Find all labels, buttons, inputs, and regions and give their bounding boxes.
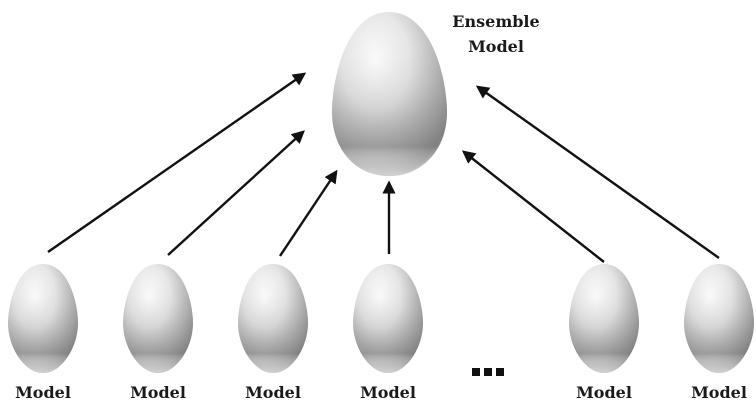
ensemble-label-line2: Model bbox=[468, 37, 524, 56]
base-egg-icon-1 bbox=[8, 264, 78, 373]
base-egg-icon-5 bbox=[569, 264, 639, 373]
arrow-6 bbox=[475, 85, 720, 259]
base-model-label-6: Model bbox=[691, 383, 747, 402]
base-egg-icon-2 bbox=[123, 264, 193, 373]
base-model-label-1: Model bbox=[15, 383, 71, 402]
arrow-2 bbox=[167, 130, 305, 256]
base-model-label-3: Model bbox=[245, 383, 301, 402]
ensemble-egg-icon bbox=[332, 12, 447, 176]
arrows bbox=[47, 72, 720, 263]
ellipsis-icon bbox=[472, 368, 504, 376]
base-egg-icon-6 bbox=[684, 264, 754, 373]
base-model-label-2: Model bbox=[130, 383, 186, 402]
base-egg-icon-4 bbox=[353, 264, 423, 373]
base-egg-icon-3 bbox=[238, 264, 308, 373]
arrow-1 bbox=[47, 72, 307, 253]
base-model-label-4: Model bbox=[360, 383, 416, 402]
arrow-5 bbox=[461, 150, 605, 263]
ensemble-label-line1: Ensemble bbox=[452, 12, 539, 31]
base-model-label-5: Model bbox=[576, 383, 632, 402]
arrow-3 bbox=[279, 169, 338, 257]
